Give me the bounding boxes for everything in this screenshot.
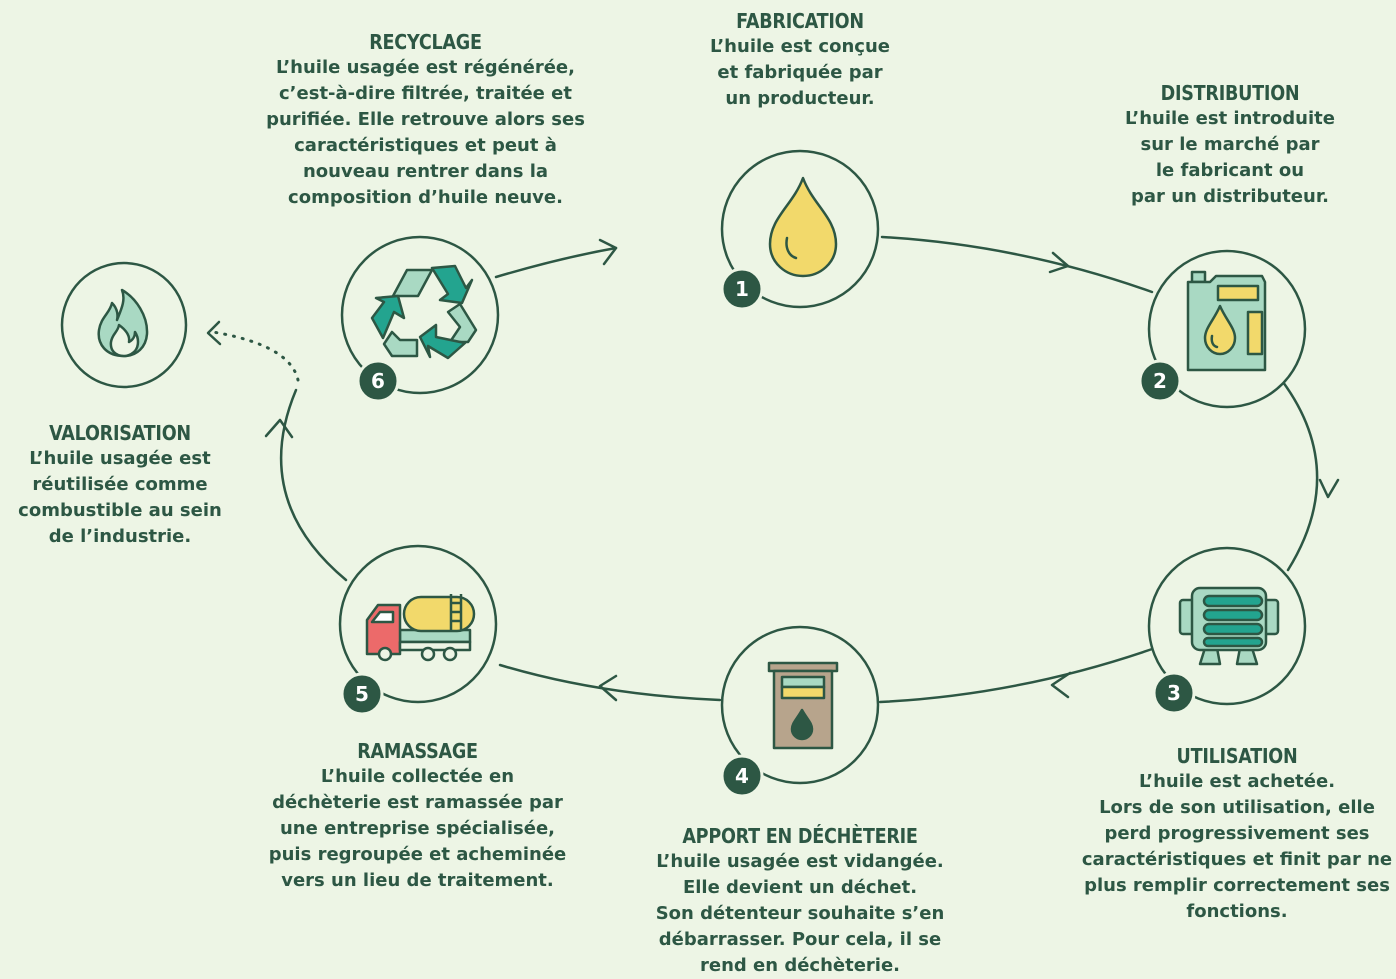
step-5-description: L’huile collectée en déchèterie est rama… — [268, 766, 567, 891]
arc-2-to-3 — [1278, 376, 1319, 572]
step-6-title: RECYCLAGE — [369, 30, 482, 54]
arc-3-to-4 — [878, 646, 1157, 704]
step-2-description: L’huile est introduite sur le marché par… — [1125, 108, 1335, 207]
oil-drop-icon — [768, 176, 838, 278]
step-1-badge: 1 — [720, 267, 764, 311]
valorisation-title: VALORISATION — [49, 421, 191, 445]
arc-6-to-1 — [494, 246, 618, 279]
valorisation-description: L’huile usagée est réutilisée comme comb… — [18, 448, 222, 547]
step-2-title: DISTRIBUTION — [1160, 81, 1300, 105]
step-6-description: L’huile usagée est régénérée, c’est-à-di… — [266, 57, 585, 208]
arc-1-to-2 — [880, 235, 1154, 294]
arrow-head-6-1 — [598, 238, 618, 266]
step-2-badge: 2 — [1138, 359, 1182, 403]
recycle-icon — [370, 264, 478, 360]
arrow-head-4-5 — [598, 674, 618, 702]
arrow-head-1-2 — [1048, 251, 1070, 274]
oil-jerrycan-icon — [1186, 270, 1267, 372]
step-1-title: FABRICATION — [736, 9, 864, 33]
step-1-text: FABRICATION L’huile est conçue et fabriq… — [640, 8, 960, 112]
step-4-title: APPORT EN DÉCHÈTERIE — [682, 824, 918, 848]
svg-text:1: 1 — [735, 277, 749, 301]
arrow-head-valorisation — [206, 320, 222, 346]
svg-text:4: 4 — [735, 764, 749, 788]
arrow-head-2-3 — [1318, 478, 1340, 499]
step-4-badge: 4 — [720, 754, 764, 798]
arc-5-to-6 — [279, 388, 348, 582]
step-3-badge: 3 — [1152, 671, 1196, 715]
arrow-head-3-4 — [1050, 671, 1072, 699]
step-5-text: RAMASSAGE L’huile collectée en déchèteri… — [250, 738, 585, 894]
step-4-description: L’huile usagée est vidangée. Elle devien… — [655, 851, 945, 976]
step-2-text: DISTRIBUTION L’huile est introduite sur … — [1080, 80, 1380, 210]
step-5-badge: 5 — [340, 672, 384, 716]
svg-text:5: 5 — [355, 682, 369, 706]
dotted-link-6-to-valorisation — [211, 330, 300, 382]
flame-icon — [97, 288, 149, 358]
arc-4-to-5 — [498, 663, 722, 702]
arrow-head-5-6 — [264, 418, 294, 439]
step-3-text: UTILISATION L’huile est achetée. Lors de… — [1078, 743, 1396, 925]
step-1-description: L’huile est conçue et fabriquée par un p… — [710, 36, 890, 109]
valorisation-text: VALORISATION L’huile usagée est réutilis… — [0, 420, 240, 550]
svg-text:2: 2 — [1153, 369, 1167, 393]
step-5-title: RAMASSAGE — [357, 739, 478, 763]
step-4-text: APPORT EN DÉCHÈTERIE L’huile usagée est … — [640, 823, 960, 979]
step-3-title: UTILISATION — [1176, 744, 1298, 768]
engine-icon — [1178, 586, 1280, 666]
step-6-badge: 6 — [356, 359, 400, 403]
step-6-text: RECYCLAGE L’huile usagée est régénérée, … — [248, 29, 603, 211]
step-3-description: L’huile est achetée. Lors de son utilisa… — [1081, 771, 1393, 922]
tanker-truck-icon — [365, 594, 476, 662]
collection-container-icon — [767, 661, 839, 750]
svg-text:6: 6 — [371, 369, 385, 393]
svg-text:3: 3 — [1167, 681, 1181, 705]
